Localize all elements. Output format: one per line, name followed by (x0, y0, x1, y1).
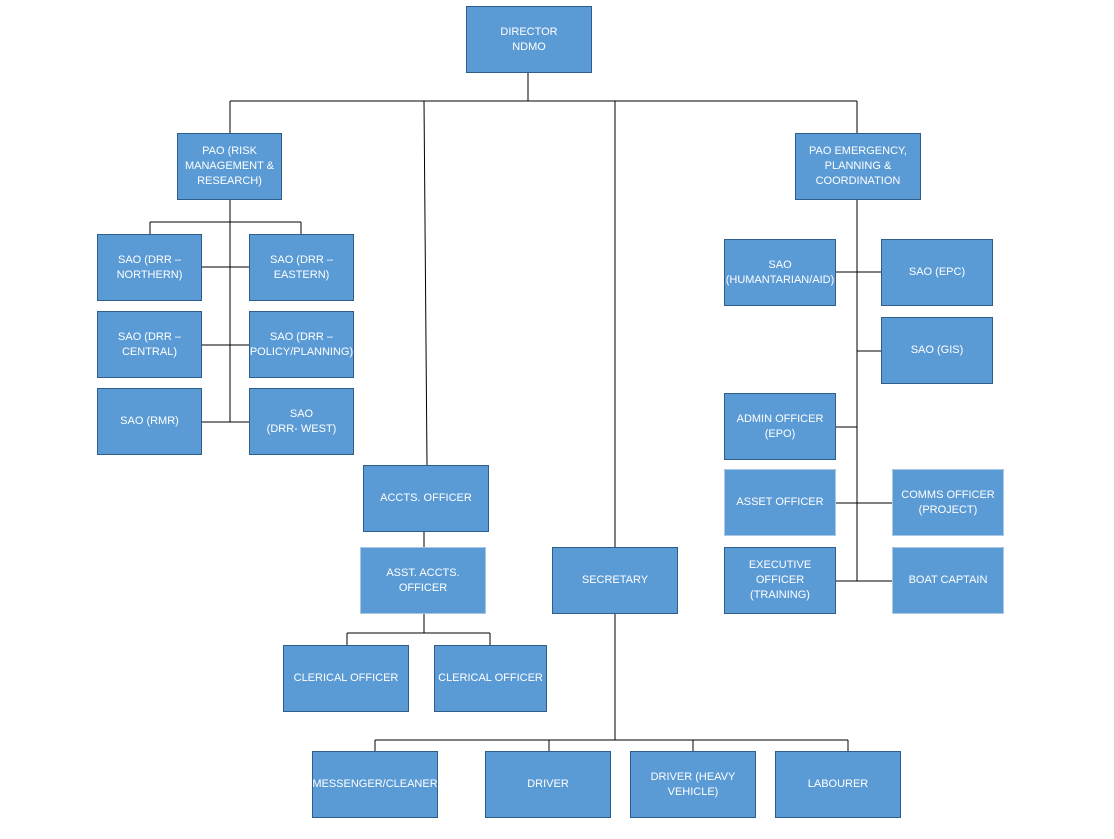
sao-drr-policy-label: SAO (DRR – POLICY/PLANNING) (249, 330, 354, 358)
asst-accts-officer-box: ASST. ACCTS. OFFICER (360, 547, 486, 614)
pao-emergency-label: PAO EMERGENCY, PLANNING & COORDINATION (808, 145, 907, 187)
asset-officer-label: ASSET OFFICER (736, 496, 824, 508)
driver-heavy-label: DRIVER (HEAVY VEHICLE) (650, 770, 736, 798)
director-label: DIRECTOR NDMO (500, 25, 558, 53)
secretary-box: SECRETARY (552, 547, 678, 614)
driver-heavy-box: DRIVER (HEAVY VEHICLE) (630, 751, 756, 818)
pao-emergency-box: PAO EMERGENCY, PLANNING & COORDINATION (795, 133, 921, 200)
sao-epc-box: SAO (EPC) (881, 239, 993, 306)
labourer-label: LABOURER (807, 778, 869, 790)
sao-gis-box: SAO (GIS) (881, 317, 993, 384)
sao-epc-label: SAO (EPC) (908, 266, 966, 278)
boat-captain-box: BOAT CAPTAIN (892, 547, 1004, 614)
secretary-label: SECRETARY (581, 574, 649, 586)
sao-drr-central-label: SAO (DRR – CENTRAL) (118, 330, 181, 358)
pao-risk-label: PAO (RISK MANAGEMENT & RESEARCH) (184, 145, 275, 187)
sao-drr-central-box: SAO (DRR – CENTRAL) (97, 311, 202, 378)
sao-drr-policy-box: SAO (DRR – POLICY/PLANNING) (249, 311, 354, 378)
asset-officer-box: ASSET OFFICER (724, 469, 836, 536)
sao-gis-label: SAO (GIS) (910, 344, 964, 356)
admin-officer-box: ADMIN OFFICER (EPO) (724, 393, 836, 460)
sao-drr-west-label: SAO (DRR- WEST) (266, 407, 337, 435)
sao-rmr-label: SAO (RMR) (120, 415, 179, 427)
driver-box: DRIVER (485, 751, 611, 818)
sao-drr-eastern-box: SAO (DRR – EASTERN) (249, 234, 354, 301)
accts-officer-box: ACCTS. OFFICER (363, 465, 489, 532)
sao-drr-northern-box: SAO (DRR – NORTHERN) (97, 234, 202, 301)
labourer-box: LABOURER (775, 751, 901, 818)
comms-officer-box: COMMS OFFICER (PROJECT) (892, 469, 1004, 536)
clerical-officer-label-1: CLERICAL OFFICER (293, 672, 399, 684)
executive-officer-box: EXECUTIVE OFFICER (TRAINING) (724, 547, 836, 614)
admin-officer-label: ADMIN OFFICER (EPO) (736, 412, 824, 440)
pao-risk-box: PAO (RISK MANAGEMENT & RESEARCH) (177, 133, 282, 200)
driver-label: DRIVER (527, 778, 569, 790)
boat-captain-label: BOAT CAPTAIN (908, 574, 988, 586)
clerical-officer-box-2: CLERICAL OFFICER (434, 645, 547, 712)
executive-officer-label: EXECUTIVE OFFICER (TRAINING) (748, 559, 812, 601)
director-box: DIRECTOR NDMO (466, 6, 592, 73)
sao-humanitarian-label: SAO (HUMANTARIAN/AID) (725, 258, 835, 286)
accts-officer-label: ACCTS. OFFICER (380, 492, 472, 504)
sao-drr-northern-label: SAO (DRR – NORTHERN) (116, 253, 183, 281)
sao-rmr-box: SAO (RMR) (97, 388, 202, 455)
sao-drr-west-box: SAO (DRR- WEST) (249, 388, 354, 455)
sao-drr-eastern-label: SAO (DRR – EASTERN) (270, 253, 333, 281)
asst-accts-officer-label: ASST. ACCTS. OFFICER (386, 566, 460, 594)
clerical-officer-label-2: CLERICAL OFFICER (438, 672, 543, 684)
messenger-cleaner-box: MESSENGER/CLEANER (312, 751, 438, 818)
comms-officer-label: COMMS OFFICER (PROJECT) (901, 488, 995, 516)
sao-humanitarian-box: SAO (HUMANTARIAN/AID) (724, 239, 836, 306)
messenger-cleaner-label: MESSENGER/CLEANER (312, 778, 438, 790)
clerical-officer-box-1: CLERICAL OFFICER (283, 645, 409, 712)
